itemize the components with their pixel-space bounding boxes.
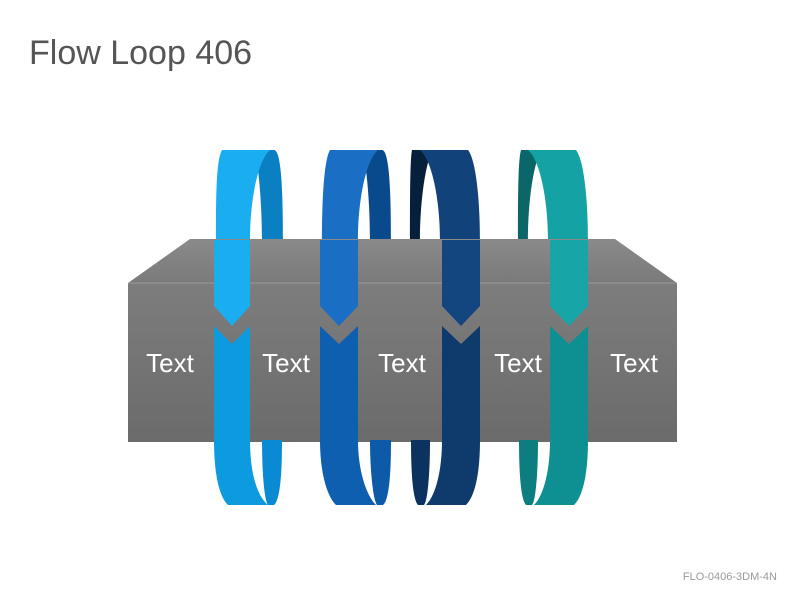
box-label-4: Text xyxy=(494,348,542,378)
box xyxy=(128,239,677,442)
loop-4-side xyxy=(519,440,538,505)
loop-3-front xyxy=(426,326,480,505)
page-title: Flow Loop 406 xyxy=(29,34,253,72)
box-top-face xyxy=(128,239,677,283)
loop-3-back xyxy=(410,150,433,240)
loop-1-upper-front xyxy=(216,150,270,240)
box-label-5: Text xyxy=(610,348,658,378)
box-label-2: Text xyxy=(262,348,310,378)
loop-4-back xyxy=(518,150,542,240)
loop-2-arrow xyxy=(320,240,358,326)
loop-3-side xyxy=(411,440,430,505)
loop-2-front xyxy=(320,326,376,505)
loop-4-upper-front xyxy=(528,150,588,240)
box-label-3: Text xyxy=(378,348,426,378)
loop-back-layer xyxy=(216,150,588,240)
loop-2-side xyxy=(370,440,391,505)
loop-3-upper-front xyxy=(420,150,480,240)
loop-1-back xyxy=(254,150,283,240)
loop-1-arrow xyxy=(214,240,250,326)
loop-2-back xyxy=(362,150,391,240)
loop-1-side xyxy=(262,440,282,505)
loop-4-front xyxy=(534,326,588,505)
footer-code: FLO-0406-3DM-4N xyxy=(682,571,777,583)
loop-front-layer xyxy=(214,240,588,505)
loop-4-arrow xyxy=(550,240,588,326)
loop-3-arrow xyxy=(442,240,480,326)
loop-1-front xyxy=(214,326,268,505)
loop-2-upper-front xyxy=(322,150,378,240)
box-label-1: Text xyxy=(146,348,194,378)
box-labels: Text Text Text Text Text xyxy=(146,348,658,378)
